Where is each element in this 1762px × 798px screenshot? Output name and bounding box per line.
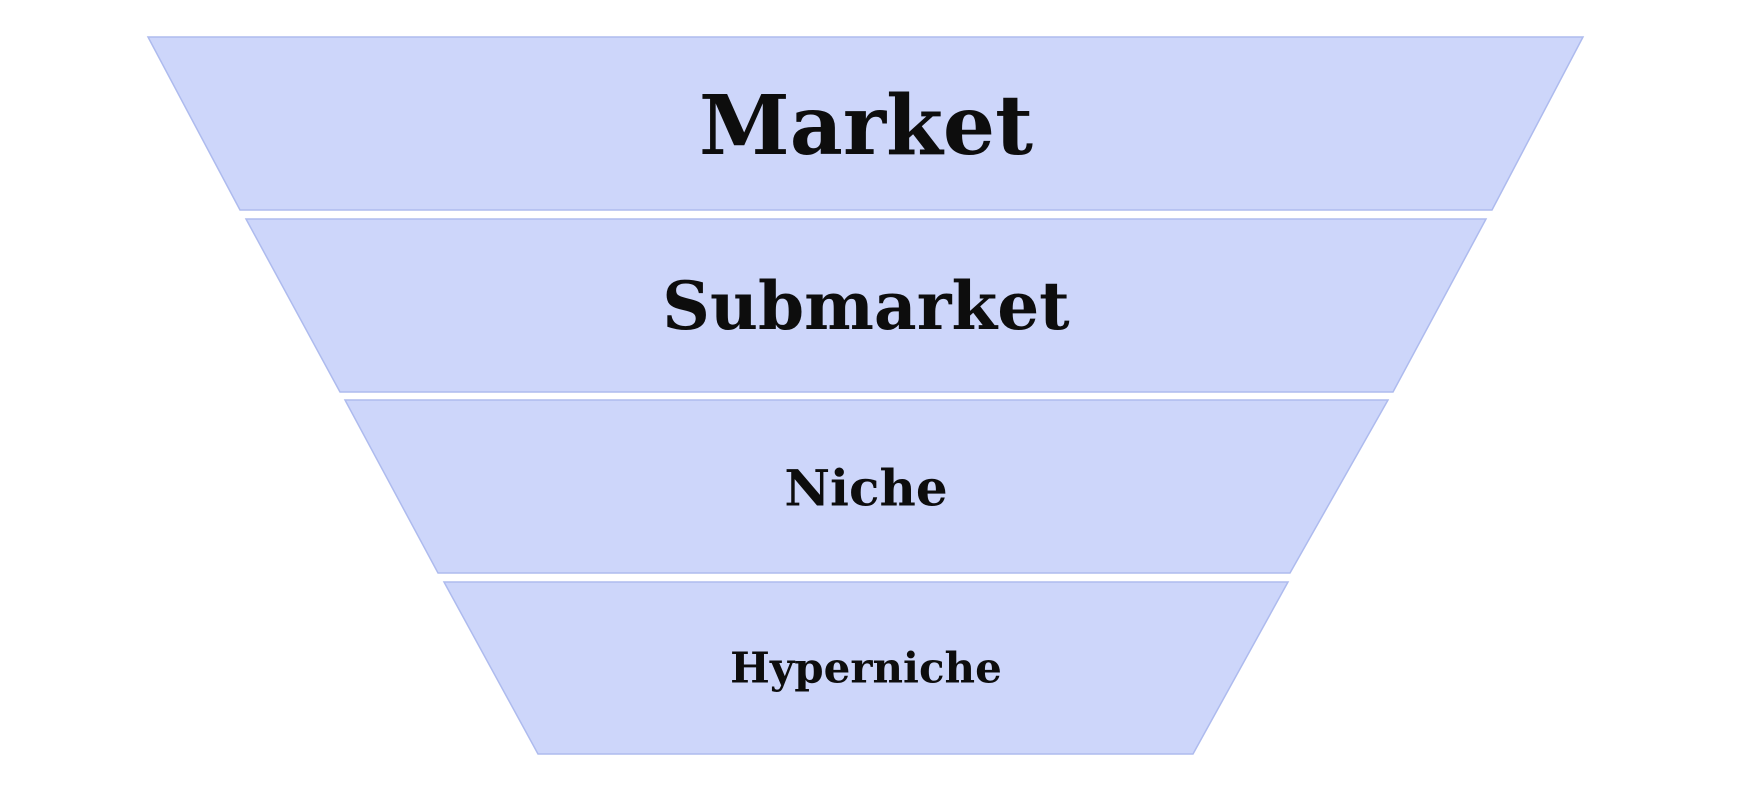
funnel-tier-market: Market	[146, 36, 1585, 211]
funnel-tier-hyperniche-shape	[442, 581, 1290, 755]
funnel-tier-submarket-label: Submarket	[662, 267, 1070, 345]
funnel-tier-submarket-shape	[244, 218, 1488, 393]
funnel-tier-hyperniche: Hyperniche	[442, 581, 1290, 755]
funnel-tier-niche-shape	[343, 399, 1390, 574]
funnel-tier-niche: Niche	[343, 399, 1390, 574]
funnel-tier-market-shape	[146, 36, 1585, 211]
funnel-tier-market-label: Market	[699, 78, 1033, 174]
funnel-tier-niche-label: Niche	[784, 459, 947, 518]
funnel-tier-submarket: Submarket	[244, 218, 1488, 393]
funnel-tier-hyperniche-label: Hyperniche	[730, 644, 1002, 693]
